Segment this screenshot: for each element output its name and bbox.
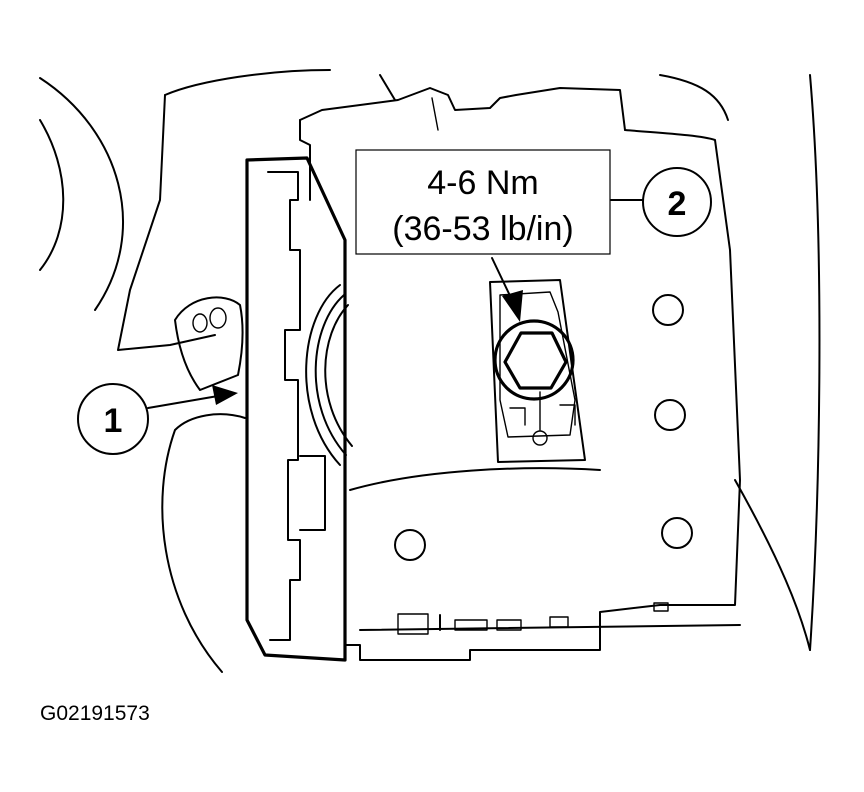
torque-metric: 4-6 Nm [427, 164, 538, 202]
torque-arrowhead [502, 290, 523, 322]
torque-spec-label: 4-6 Nm (36-53 lb/in) [355, 149, 611, 322]
callout-1-number: 1 [104, 402, 123, 440]
callout-2-circle [642, 167, 712, 237]
figure-id: G02191573 [40, 702, 150, 725]
callout-2: 2 [610, 167, 712, 237]
left-cover [245, 156, 347, 662]
callout-2-number: 2 [668, 185, 687, 223]
torque-imperial: (36-53 lb/in) [392, 210, 573, 248]
clockspring-coil [305, 284, 353, 466]
mounting-bracket [174, 296, 244, 391]
callout-1: 1 [77, 383, 238, 455]
screw-plate [489, 279, 586, 463]
hex-screw [493, 319, 575, 401]
mounting-holes [394, 294, 693, 561]
torque-spec-box [355, 149, 611, 255]
background-contours [39, 69, 821, 673]
clockspring-body [299, 87, 811, 661]
callout-1-arrowhead [212, 385, 238, 405]
callout-1-circle [77, 383, 149, 455]
